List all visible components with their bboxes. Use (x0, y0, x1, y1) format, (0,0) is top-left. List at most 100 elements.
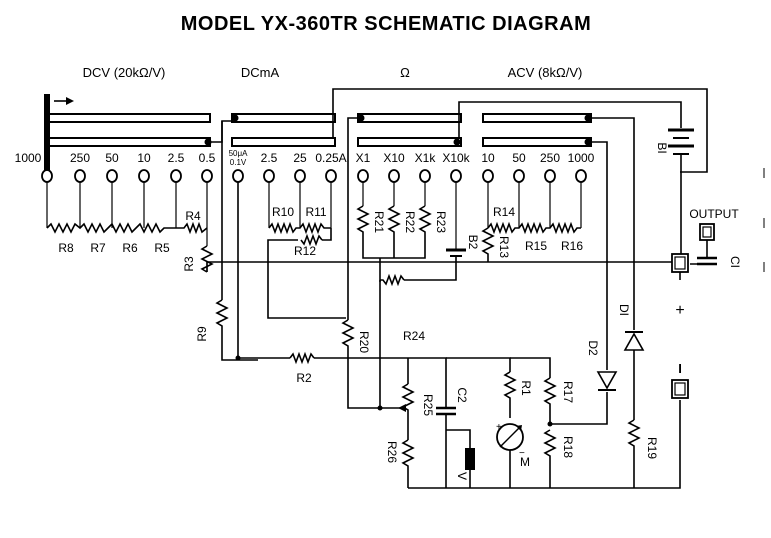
terminal-dcma-2.5[interactable] (263, 169, 275, 183)
ground-rail (408, 400, 681, 489)
terminal-dcma-0.25a[interactable] (325, 169, 337, 183)
diode-d1: DI R19 (617, 304, 659, 488)
rotary-shaft (44, 94, 74, 174)
acv-multiplier-chain: R14 R15 R16 R13 (481, 182, 583, 262)
terminal-dcma-25[interactable] (294, 169, 306, 183)
resistor-label-r16: R16 (561, 239, 583, 253)
resistor-label-r5: R5 (154, 241, 170, 255)
switch-bar-dcv-upper (45, 113, 211, 123)
range-label-dcv-50: 50 (105, 151, 119, 165)
wiper-contact-acv-lower (584, 138, 592, 146)
section-label-ohm: Ω (400, 65, 410, 80)
diode-d2: D2 (586, 340, 618, 391)
range-terminals-acv: 10 50 250 1000 (481, 151, 595, 183)
shunt-r17-r18: R17 R18 (510, 357, 608, 488)
range-label-dcv-10: 10 (137, 151, 151, 165)
terminal-acv-10[interactable] (482, 169, 494, 183)
switch-bar-dcma-lower (231, 137, 336, 147)
meter-movement: R1 + − M (446, 357, 533, 488)
range-label-dcma-50ua: 50μA (229, 149, 249, 158)
resistor-chain-r8-r4 (46, 221, 208, 235)
range-label-acv-250: 250 (540, 151, 560, 165)
terminal-dcv-10[interactable] (138, 169, 150, 183)
switch-bar-ohm-lower (357, 137, 462, 147)
resistor-label-r25: R25 (421, 394, 435, 416)
range-terminals-dcv: 1000 250 50 10 2.5 0.5 (15, 151, 216, 183)
resistor-label-r10: R10 (272, 205, 294, 219)
resistor-label-r12: R12 (294, 244, 316, 258)
range-label-dcma-0.1v: 0.1V (230, 158, 247, 167)
battery-b1: BI (655, 128, 694, 258)
dcma-shunt-chain: R10 R11 (268, 182, 332, 237)
diagram-title: MODEL YX-360TR SCHEMATIC DIAGRAM (181, 13, 591, 35)
range-label-dcma-2.5: 2.5 (261, 151, 278, 165)
range-label-ohm-x10: X10 (383, 151, 405, 165)
minus-jack[interactable] (671, 379, 689, 399)
range-label-dcma-0.25a: 0.25A (315, 151, 346, 165)
resistor-label-r3: R3 (182, 256, 196, 272)
section-label-dcv: DCV (20kΩ/V) (83, 65, 166, 80)
terminal-ohm-x10[interactable] (388, 169, 400, 183)
ohm-range-resistors: R21 R22 R23 (356, 182, 448, 408)
terminal-ohm-x10k[interactable] (450, 169, 462, 183)
resistor-label-r23: R23 (434, 211, 448, 233)
terminal-acv-250[interactable] (544, 169, 556, 183)
terminal-dcv-50[interactable] (106, 169, 118, 183)
range-label-acv-50: 50 (512, 151, 526, 165)
terminal-dcv-1000[interactable] (41, 169, 53, 183)
range-label-dcv-2.5: 2.5 (168, 151, 185, 165)
diode-label-d2: D2 (586, 340, 600, 356)
output-section: OUTPUT CI + I (671, 207, 742, 399)
switch-bar-acv-lower (482, 137, 592, 147)
zero-adjust-chain: R25 R26 (385, 358, 435, 488)
terminal-acv-50[interactable] (513, 169, 525, 183)
varistor-v: V (446, 429, 475, 488)
resistor-label-r7: R7 (90, 241, 106, 255)
terminal-ohm-x1k[interactable] (419, 169, 431, 183)
diode-label-d1: DI (617, 304, 631, 316)
output-jack[interactable] (699, 223, 715, 241)
resistor-label-r14: R14 (493, 205, 515, 219)
component-label-v: V (455, 472, 469, 480)
resistor-label-r20: R20 (357, 331, 371, 353)
terminal-dcv-250[interactable] (74, 169, 86, 183)
resistor-label-r26: R26 (385, 441, 399, 463)
resistor-label-r18: R18 (561, 436, 575, 458)
range-terminals-dcma: 50μA 0.1V 2.5 25 0.25A (229, 149, 347, 183)
resistor-label-r19: R19 (645, 437, 659, 459)
resistor-label-r17: R17 (561, 381, 575, 403)
range-label-acv-10: 10 (481, 151, 495, 165)
resistor-label-r11: R11 (305, 205, 326, 219)
resistor-r20: R20 (341, 319, 400, 411)
range-label-dcma-25: 25 (293, 151, 307, 165)
wiper-contact-dcma (231, 114, 239, 122)
left-common-bus: R9 (195, 121, 258, 361)
resistor-label-r15: R15 (525, 239, 547, 253)
resistor-label-r6: R6 (122, 241, 138, 255)
switch-bar-dcv-lower (45, 137, 211, 147)
terminal-dcv-0.5[interactable] (201, 169, 213, 183)
battery-label-b2: B2 (466, 235, 480, 250)
terminal-dcma-50ua[interactable] (232, 169, 244, 183)
terminal-ohm-x1[interactable] (357, 169, 369, 183)
range-label-ohm-x10k: X10k (442, 151, 470, 165)
meter-label-m: M (520, 455, 530, 469)
plus-terminal-label: + (675, 302, 684, 319)
terminal-dcv-2.5[interactable] (170, 169, 182, 183)
resistor-r24: R24 (379, 273, 425, 343)
switch-bar-acv-upper (482, 113, 592, 123)
range-label-dcv-250: 250 (70, 151, 90, 165)
terminal-acv-1000[interactable] (575, 169, 587, 183)
range-label-acv-1000: 1000 (568, 151, 595, 165)
wiper-contact-acv (584, 114, 592, 122)
range-label-dcv-0.5: 0.5 (199, 151, 216, 165)
resistor-label-r21: R21 (372, 211, 386, 233)
section-label-acv: ACV (8kΩ/V) (508, 65, 583, 80)
resistor-label-r22: R22 (403, 211, 417, 233)
dcv-multiplier-chain: R8 R7 R6 R5 R4 (46, 182, 208, 255)
resistor-label-r2: R2 (296, 371, 312, 385)
resistor-label-r24: R24 (403, 329, 425, 343)
range-label-ohm-x1: X1 (356, 151, 371, 165)
